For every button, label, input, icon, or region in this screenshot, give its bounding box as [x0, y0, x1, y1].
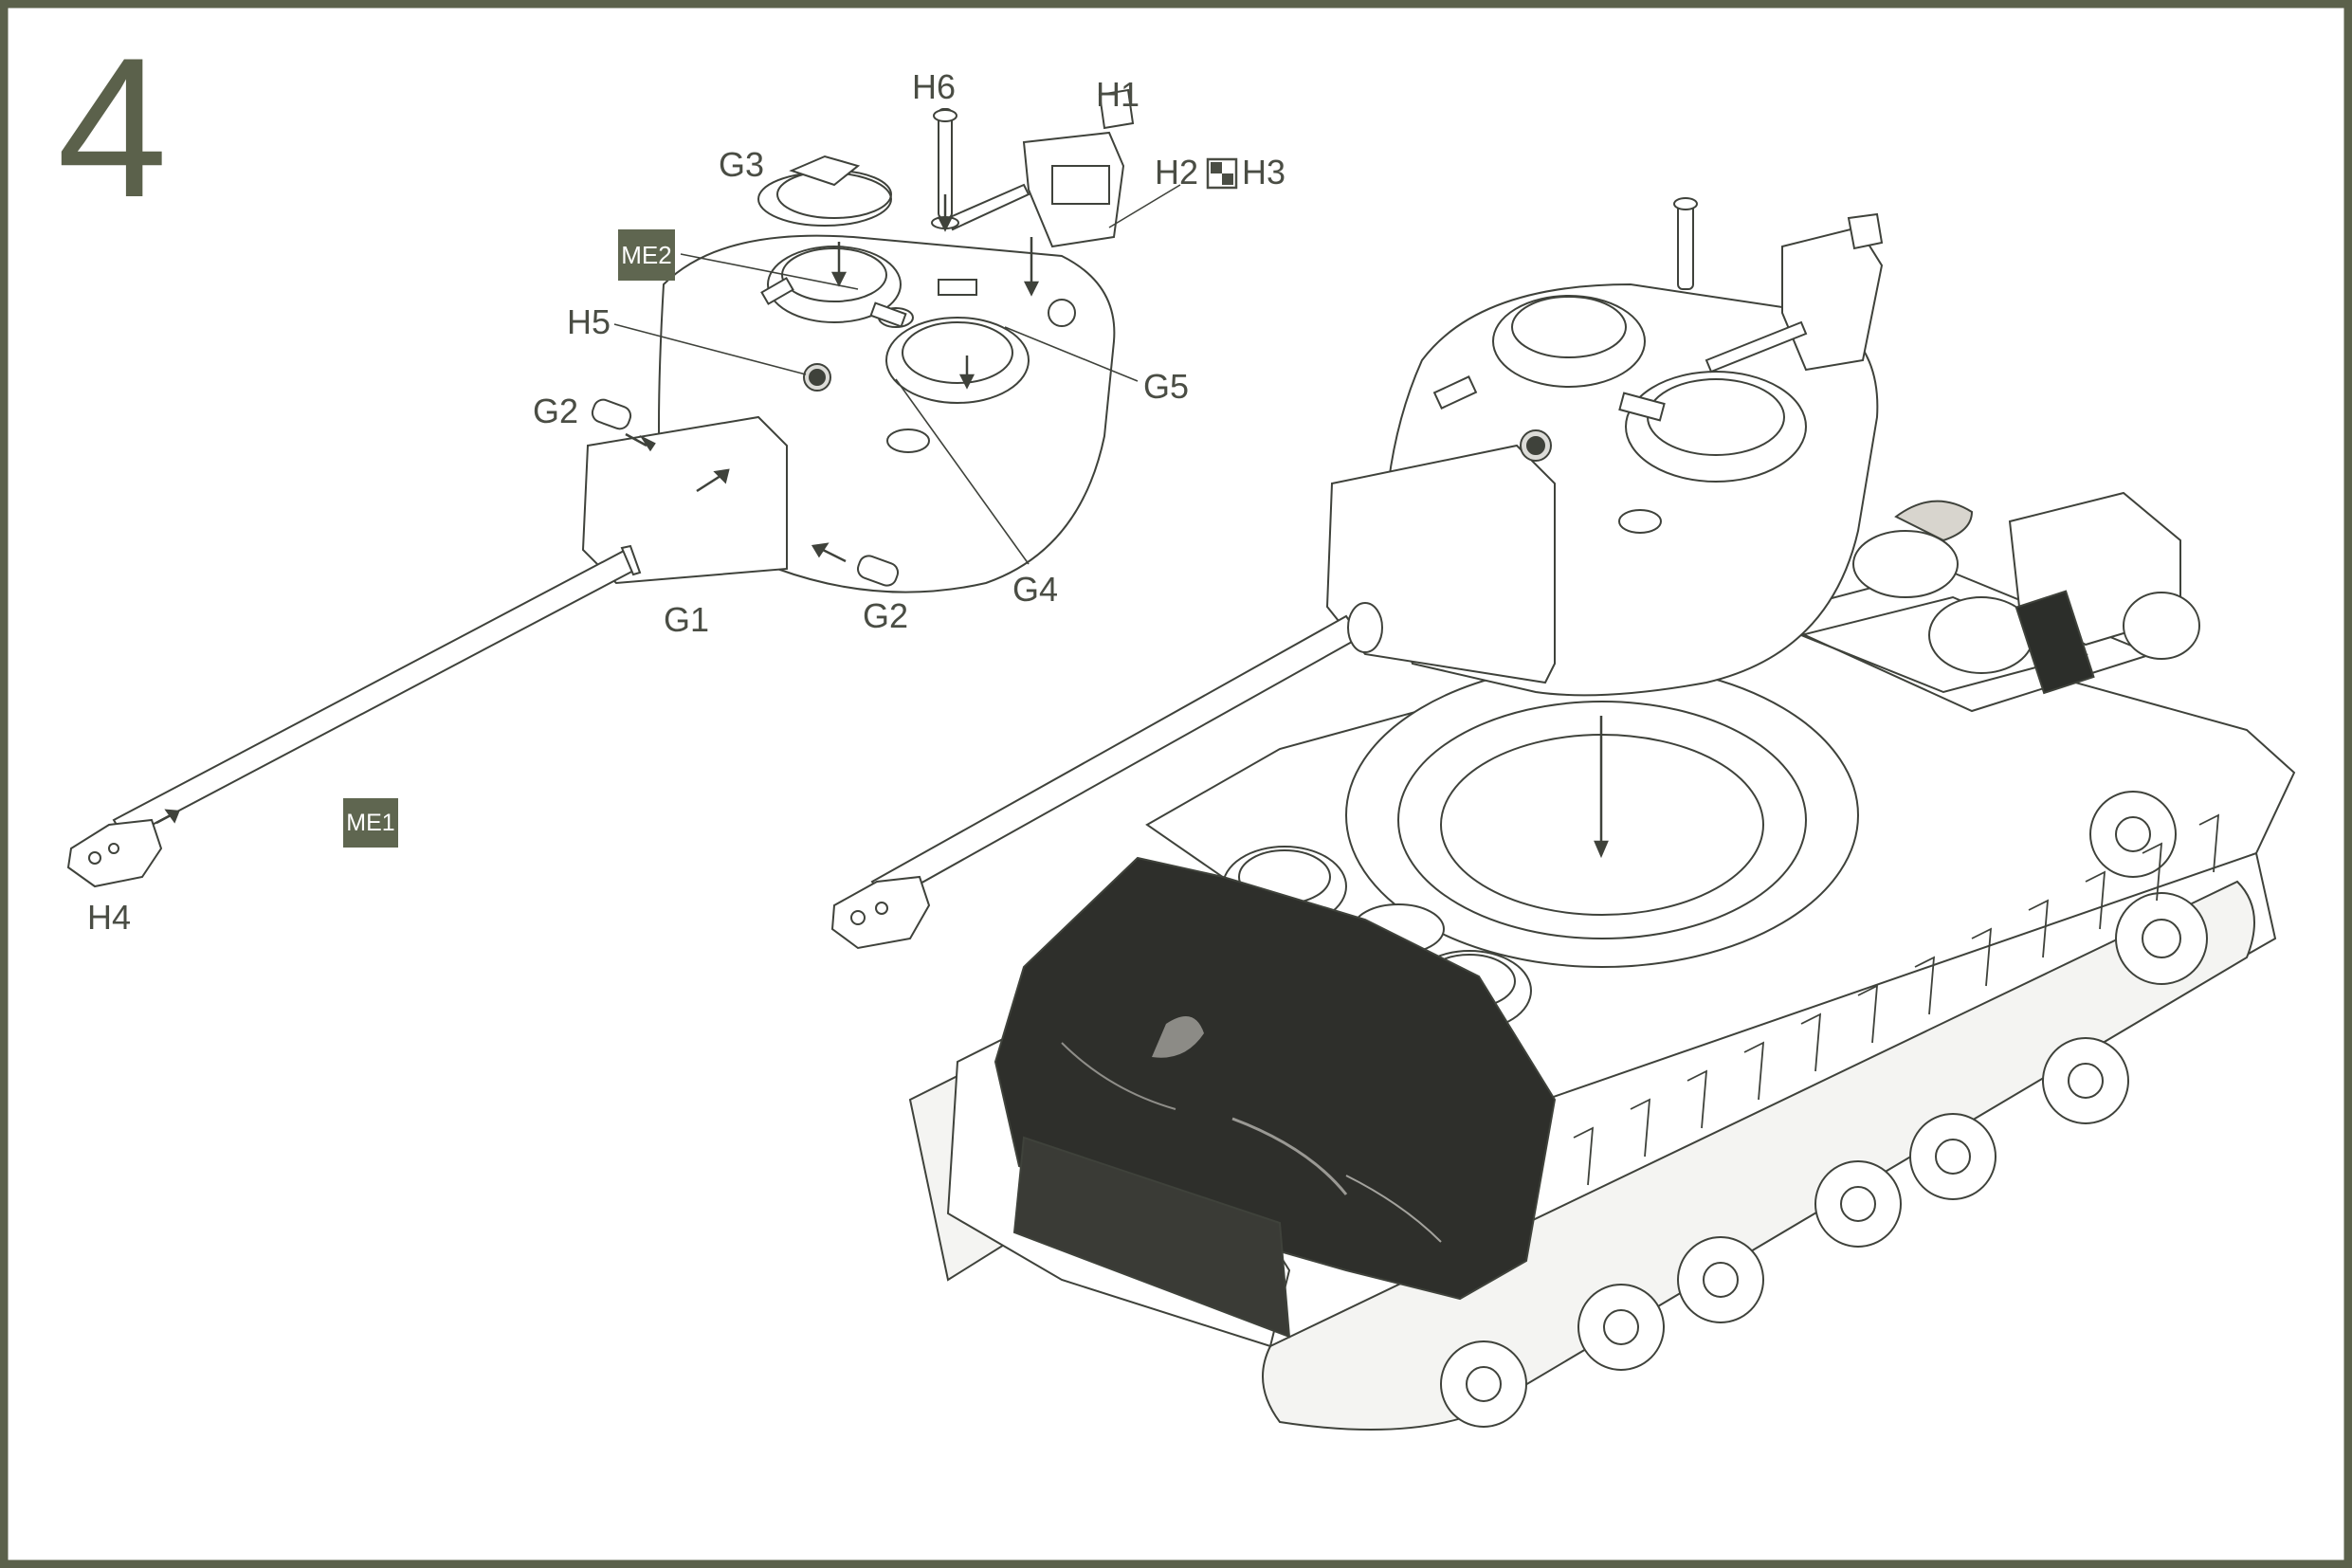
- front-sandbag-armor: [994, 856, 1557, 1339]
- label-g1: G1: [664, 600, 710, 639]
- assembly-arrows: [155, 194, 1040, 825]
- decal-badge-me2: ME2: [618, 229, 675, 281]
- label-h5: H5: [567, 302, 611, 341]
- label-g5: G5: [1143, 367, 1190, 406]
- leader-lines: [613, 184, 1181, 565]
- step-number: 4: [57, 16, 168, 239]
- label-g4: G4: [1012, 570, 1059, 609]
- label-h2: H2: [1155, 153, 1199, 191]
- decal-badge-me1: ME1: [343, 798, 398, 848]
- turret-subassembly: [66, 88, 1135, 888]
- label-g2-right: G2: [863, 596, 909, 635]
- label-h4: H4: [87, 898, 132, 937]
- main-turret: [830, 197, 1884, 950]
- label-h6: H6: [912, 67, 957, 106]
- label-g2-left: G2: [533, 392, 579, 430]
- checker-square-icon: [1206, 157, 1238, 190]
- label-h3: H3: [1242, 153, 1286, 191]
- turret-install-arrow: [1594, 716, 1609, 859]
- label-h1: H1: [1096, 75, 1140, 114]
- label-g3: G3: [719, 145, 765, 184]
